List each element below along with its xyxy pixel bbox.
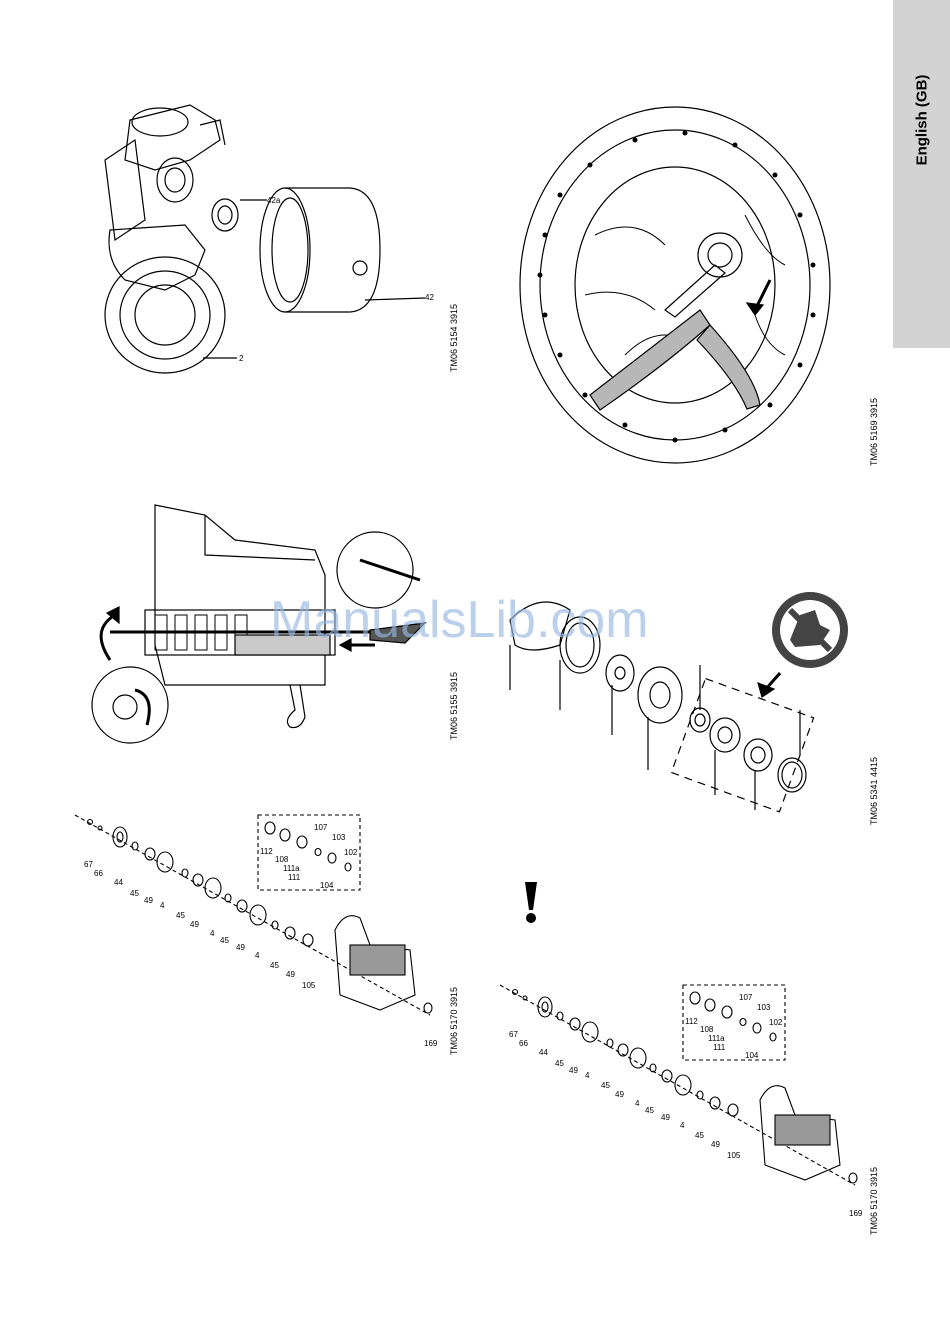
part-label: 4: [680, 1121, 685, 1130]
part-label: 4: [160, 901, 165, 910]
part-label: 44: [539, 1048, 548, 1057]
figure-code: TM06 5170 3915: [869, 1167, 879, 1235]
part-label: 103: [332, 833, 346, 842]
part-label: 104: [745, 1051, 759, 1060]
part-label: 105: [727, 1151, 741, 1160]
part-label: 45: [555, 1059, 564, 1068]
part-label: 111: [713, 1043, 726, 1052]
exploded-stack-drawing-1: 67 66 44 45 49 4 45 49 4 45 49 4 45 49 1…: [70, 810, 440, 1060]
pump-head-drawing: 42a 42 2: [95, 100, 455, 390]
figure-pump-head-exploded: 42a 42 2: [95, 100, 455, 390]
part-label: 169: [424, 1039, 438, 1048]
part-label: 49: [236, 943, 245, 952]
impeller-housing-drawing: [515, 95, 835, 470]
exclamation-warning-icon: [518, 880, 544, 924]
part-label: 67: [509, 1030, 518, 1039]
part-label: 49: [286, 970, 295, 979]
part-label: 111: [288, 873, 301, 882]
language-tab-label: English (GB): [913, 75, 930, 166]
part-label: 45: [695, 1131, 704, 1140]
part-label: 49: [661, 1113, 670, 1122]
part-label: 103: [757, 1003, 771, 1012]
figure-code: TM06 5154 3915: [449, 304, 459, 372]
part-label: 44: [114, 878, 123, 887]
part-label: 104: [320, 881, 334, 890]
part-label: 66: [519, 1039, 528, 1048]
figure-code: TM06 5170 3915: [449, 987, 459, 1055]
part-label: 67: [84, 860, 93, 869]
part-label: 107: [314, 823, 328, 832]
part-label: 111a: [708, 1034, 725, 1043]
figure-exploded-stack-2: 67 66 44 45 49 4 45 49 4 45 49 4 45 49 1…: [495, 980, 865, 1230]
part-label: 49: [711, 1140, 720, 1149]
figure-impeller-pliers: [515, 95, 835, 470]
part-label: 4: [635, 1099, 640, 1108]
figure-code: TM06 5169 3915: [869, 398, 879, 466]
part-label: 45: [601, 1081, 610, 1090]
figure-code: TM06 5155 3915: [449, 672, 459, 740]
part-label: 112: [685, 1017, 698, 1026]
watermark: ManualsLib.com: [270, 590, 649, 650]
figure-exploded-stack-1: 67 66 44 45 49 4 45 49 4 45 49 4 45 49 1…: [70, 810, 440, 1060]
part-label: 4: [255, 951, 260, 960]
part-label: 102: [769, 1018, 783, 1027]
part-label: 105: [302, 981, 316, 990]
no-touch-hot-surface-icon: [772, 592, 848, 668]
part-label: 45: [220, 936, 229, 945]
figure-code: TM06 5341 4415: [869, 757, 879, 825]
part-label: 45: [130, 889, 139, 898]
part-label: 107: [739, 993, 753, 1002]
part-label: 102: [344, 848, 358, 857]
part-label: 4: [210, 929, 215, 938]
part-label: 108: [275, 855, 289, 864]
part-label: 49: [615, 1090, 624, 1099]
language-tab: English (GB): [893, 0, 950, 348]
label-2: 2: [239, 354, 244, 363]
label-42: 42: [425, 293, 434, 302]
part-label: 66: [94, 869, 103, 878]
part-label: 108: [700, 1025, 714, 1034]
part-label: 49: [569, 1066, 578, 1075]
part-label: 111a: [283, 864, 300, 873]
part-label: 45: [270, 961, 279, 970]
part-label: 49: [190, 920, 199, 929]
part-label: 112: [260, 847, 273, 856]
exploded-stack-drawing-2: 67 66 44 45 49 4 45 49 4 45 49 4 45 49 1…: [495, 980, 865, 1230]
part-label: 49: [144, 896, 153, 905]
part-label: 4: [585, 1071, 590, 1080]
part-label: 45: [645, 1106, 654, 1115]
part-label: 45: [176, 911, 185, 920]
label-42a: 42a: [267, 196, 281, 205]
part-label: 169: [849, 1209, 863, 1218]
